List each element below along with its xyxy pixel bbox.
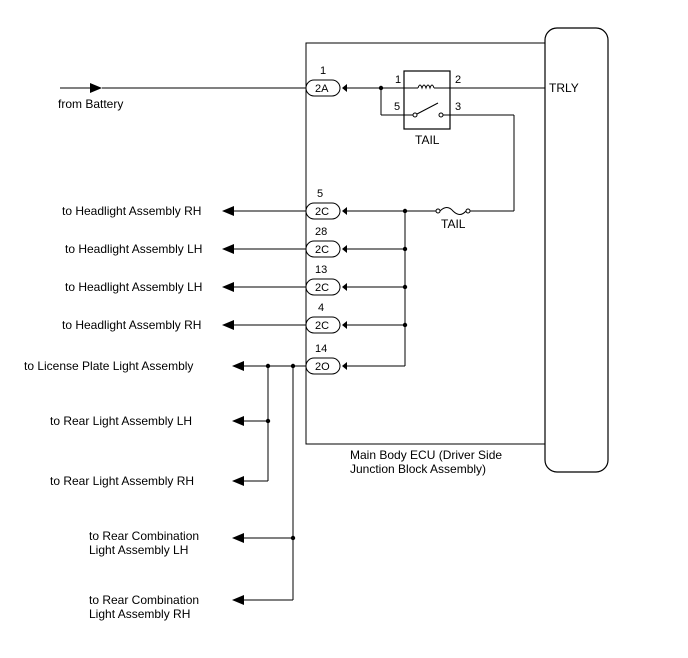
svg-text:5: 5 xyxy=(394,101,400,113)
svg-text:2A: 2A xyxy=(315,83,329,95)
fuse-label: TAIL xyxy=(441,217,466,231)
svg-text:28: 28 xyxy=(315,226,327,238)
tail-fuse: TAIL xyxy=(347,207,514,231)
output-wires xyxy=(222,206,306,371)
svg-text:2O: 2O xyxy=(315,361,330,373)
svg-text:2C: 2C xyxy=(315,320,329,332)
svg-text:1: 1 xyxy=(395,74,401,86)
output-license-plate: to License Plate Light Assembly xyxy=(24,359,193,373)
svg-text:1: 1 xyxy=(320,65,326,77)
output-rear-light-rh: to Rear Light Assembly RH xyxy=(50,474,194,488)
svg-text:2: 2 xyxy=(455,74,461,86)
ecu-label-line1: Main Body ECU (Driver Side xyxy=(350,448,502,462)
output-rear-combo-rh-line1: to Rear Combination xyxy=(89,593,199,607)
tail-relay: 1 2 5 3 TAIL xyxy=(347,70,545,211)
output-rear-light-lh: to Rear Light Assembly LH xyxy=(50,414,192,428)
output-headlight-rh-2: to Headlight Assembly RH xyxy=(62,318,201,332)
output-headlight-lh-2: to Headlight Assembly LH xyxy=(65,280,202,294)
output-rear-combo-lh-line2: Light Assembly LH xyxy=(89,543,188,557)
output-rear-combo-lh-line1: to Rear Combination xyxy=(89,529,199,543)
output-headlight-rh-1: to Headlight Assembly RH xyxy=(62,204,201,218)
svg-text:13: 13 xyxy=(315,264,327,276)
svg-text:4: 4 xyxy=(318,302,324,314)
svg-text:2C: 2C xyxy=(315,206,329,218)
connector-2c-pin4: 4 2C xyxy=(305,302,347,334)
output-rear-combo-rh-line2: Light Assembly RH xyxy=(89,607,190,621)
ecu-label-line2: Junction Block Assembly) xyxy=(350,462,486,476)
relay-label: TAIL xyxy=(415,133,440,147)
battery-input: from Battery xyxy=(58,83,306,111)
svg-text:5: 5 xyxy=(317,188,323,200)
svg-text:3: 3 xyxy=(455,101,461,113)
output-headlight-lh-1: to Headlight Assembly LH xyxy=(65,242,202,256)
connector-2a-pin1: 1 2A xyxy=(305,65,347,97)
trly-label: TRLY xyxy=(549,81,579,95)
connector-2c-pin28: 28 2C xyxy=(305,226,347,258)
connector-2c-pin13: 13 2C xyxy=(305,264,347,296)
svg-text:2C: 2C xyxy=(315,282,329,294)
rear-branch-wires xyxy=(232,363,296,605)
trly-bar xyxy=(544,27,609,473)
connector-2o-pin14: 14 2O xyxy=(305,343,347,375)
svg-text:14: 14 xyxy=(315,343,327,355)
connector-2c-pin5: 5 2C xyxy=(305,188,347,220)
battery-label: from Battery xyxy=(58,97,123,111)
svg-text:2C: 2C xyxy=(315,244,329,256)
